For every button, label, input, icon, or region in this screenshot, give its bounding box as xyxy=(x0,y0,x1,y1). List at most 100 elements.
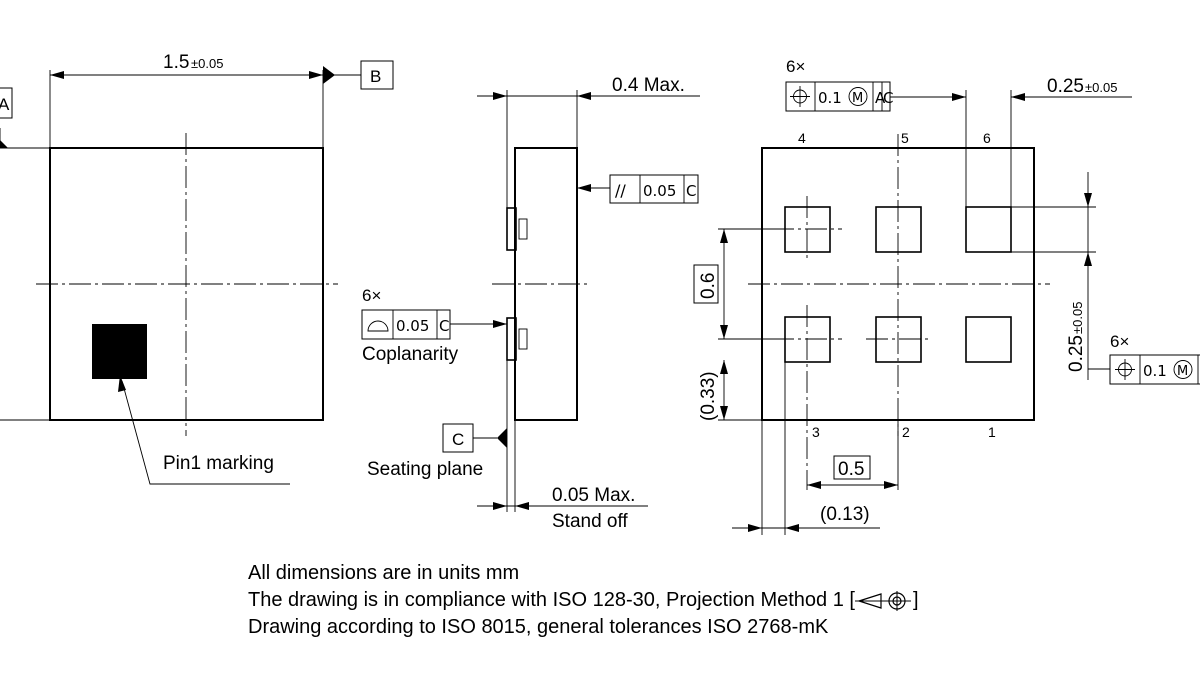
pad-5 xyxy=(875,206,922,253)
drawing-notes: All dimensions are in units mm The drawi… xyxy=(248,560,919,641)
pin-number-1: 1 xyxy=(988,424,996,440)
datum-b-box xyxy=(360,60,394,90)
position2-modifier: M xyxy=(1177,364,1188,379)
row-pitch-label-group: 0.6 xyxy=(698,273,719,299)
pad-width-arrow xyxy=(1011,93,1025,101)
note-standards: Drawing according to ISO 8015, general t… xyxy=(248,616,829,638)
note-projection: The drawing is in compliance with ISO 12… xyxy=(248,587,919,614)
pad-height-label-group: 0.25 ±0.05 xyxy=(1066,302,1087,372)
datum-c-label: C xyxy=(452,430,464,449)
pin-number-5: 5 xyxy=(901,130,909,146)
pin-number-6: 6 xyxy=(983,130,991,146)
position2-modifier-circle xyxy=(1173,360,1193,379)
position-symbol-icon xyxy=(790,86,810,107)
parallelism-value: 0.05 xyxy=(643,182,676,200)
datum-a-label: A xyxy=(0,95,10,114)
position2-count: 6× xyxy=(1110,332,1129,351)
position-arrow xyxy=(952,93,966,101)
parallelism-symbol: // xyxy=(615,181,626,200)
side-lead-upper-inner xyxy=(518,218,528,240)
note-projection-text: The drawing is in compliance with ISO 12… xyxy=(248,589,855,611)
col-pitch-value: 0.5 xyxy=(838,459,864,480)
position-datum-1: A xyxy=(875,89,886,107)
row-offset-label-group: (0.33) xyxy=(698,371,719,421)
row-pitch-arrow-top xyxy=(720,229,728,243)
side-lead-lower-inner xyxy=(518,328,528,350)
datum-c-box xyxy=(442,423,474,453)
col-pitch-arrow-right xyxy=(884,481,898,489)
datum-c-triangle xyxy=(497,428,507,448)
height-arrow-right xyxy=(577,92,591,100)
coplanarity-arrow xyxy=(493,320,507,328)
pin1-leader-line xyxy=(121,380,290,485)
parallelism-frame xyxy=(609,174,699,204)
width-dimension-tolerance: ±0.05 xyxy=(191,56,223,71)
col-offset-arrow-left xyxy=(748,524,762,532)
position-modifier-circle xyxy=(848,87,868,106)
pad-6 xyxy=(965,206,1012,253)
width-dimension-value: 1.5 xyxy=(163,52,189,73)
standoff-arrow-right xyxy=(515,502,529,510)
row-offset-arrow-top xyxy=(720,360,728,374)
datum-b-label: B xyxy=(370,67,381,86)
coplanarity-datum: C xyxy=(439,317,449,335)
pad-2 xyxy=(875,316,922,363)
width-arrow-left xyxy=(50,71,64,79)
pad-height-tolerance: ±0.05 xyxy=(1070,302,1085,334)
pad-4 xyxy=(784,206,831,253)
bottom-view: 4 5 6 3 2 1 6× 0.1 M A C 0.25 ±0.05 xyxy=(693,57,1200,535)
parallelism-arrow xyxy=(577,184,591,192)
position-modifier: M xyxy=(852,91,863,106)
datum-a-box xyxy=(0,87,13,119)
pin1-label: Pin1 marking xyxy=(163,453,274,474)
col-pitch-arrow-left xyxy=(807,481,821,489)
top-view: Pin1 marking 1.5 ±0.05 B A xyxy=(0,52,394,485)
standoff-label: Stand off xyxy=(552,511,628,532)
position2-symbol-icon xyxy=(1115,359,1135,380)
pad-height-arrow-top xyxy=(1084,193,1092,207)
row-pitch-box xyxy=(693,264,719,304)
pad-1 xyxy=(965,316,1012,363)
position-count: 6× xyxy=(786,57,805,76)
pin1-leader-arrow xyxy=(118,375,126,392)
pad-width-value: 0.25 xyxy=(1047,76,1084,97)
position-datum-2: C xyxy=(883,89,893,107)
height-dimension-value: 0.4 Max. xyxy=(612,75,685,96)
coplanarity-value: 0.05 xyxy=(396,317,429,335)
datum-a-triangle xyxy=(0,140,8,148)
pad-width-tolerance: ±0.05 xyxy=(1085,80,1117,95)
side-lead-lower xyxy=(506,317,517,361)
row-offset-arrow-bottom xyxy=(720,406,728,420)
side-view: 0.4 Max. // 0.05 C 6× 0.05 C Coplanarity… xyxy=(361,75,700,532)
col-offset-arrow-right xyxy=(785,524,799,532)
row-pitch-value: 0.6 xyxy=(698,273,719,299)
row-pitch-arrow-bottom xyxy=(720,325,728,339)
seating-plane-label: Seating plane xyxy=(367,459,483,480)
pin-number-2: 2 xyxy=(902,424,910,440)
projection-method-icon xyxy=(854,590,911,611)
pin-number-4: 4 xyxy=(798,130,806,146)
note-projection-end: ] xyxy=(912,589,919,611)
pin1-marking xyxy=(92,324,147,379)
coplanarity-count: 6× xyxy=(362,286,381,305)
pad-height-value: 0.25 xyxy=(1066,335,1087,372)
side-lead-upper xyxy=(506,207,517,251)
datum-b-triangle xyxy=(323,66,335,84)
col-offset-value: (0.13) xyxy=(820,504,870,525)
pin-number-3: 3 xyxy=(812,424,820,440)
pad-height-arrow-bottom xyxy=(1084,252,1092,266)
coplanarity-label: Coplanarity xyxy=(362,344,459,365)
row-offset-value: (0.33) xyxy=(698,371,719,421)
position-value: 0.1 xyxy=(818,89,842,107)
coplanarity-symbol-icon xyxy=(367,320,389,332)
coplanarity-frame xyxy=(361,309,451,340)
pad-3 xyxy=(784,316,831,363)
note-units: All dimensions are in units mm xyxy=(248,562,520,584)
height-arrow-left xyxy=(493,92,507,100)
standoff-arrow-left xyxy=(493,502,507,510)
width-arrow-right xyxy=(309,71,323,79)
col-pitch-box xyxy=(833,455,871,480)
position2-value: 0.1 xyxy=(1143,362,1167,380)
parallelism-datum: C xyxy=(686,182,696,200)
